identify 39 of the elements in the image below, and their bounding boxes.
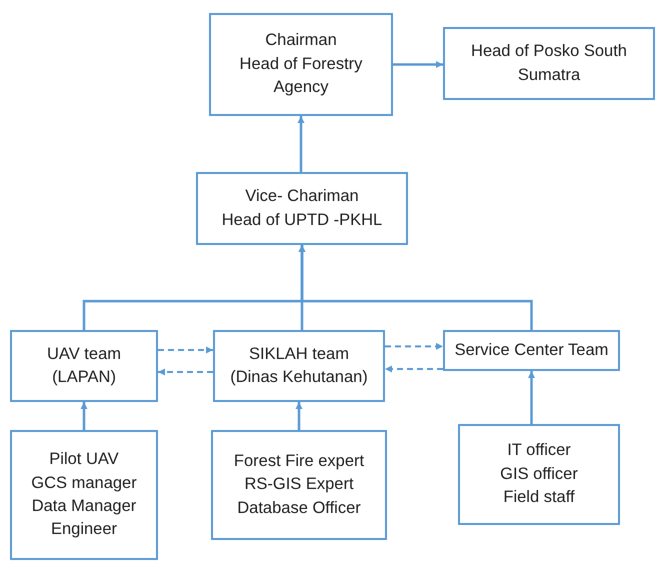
- box-text: Head of Forestry Agency: [238, 54, 364, 98]
- box-text: Database Officer: [237, 498, 361, 519]
- org-box: [443, 330, 620, 371]
- org-box: [196, 172, 408, 245]
- box-text: Engineer: [50, 519, 118, 540]
- box-text: Head of UPTD -PKHL: [222, 210, 382, 230]
- box-text: Head of Posko South Sumatra: [470, 41, 628, 86]
- box-text: Field staff: [503, 487, 575, 508]
- dashed-arrow: [158, 368, 213, 376]
- connector-arrow: [80, 402, 88, 430]
- box-text: (Dinas Kehutanan): [230, 367, 368, 388]
- connector-arrow: [298, 245, 533, 330]
- dashed-arrow: [385, 365, 443, 372]
- box-text: Service Center Team: [454, 340, 608, 361]
- org-box: [209, 13, 393, 116]
- box-text: Data Manager: [32, 496, 136, 517]
- box-text: Forest Fire expert: [234, 450, 364, 472]
- box-text: GIS officer: [500, 464, 578, 485]
- connector-arrow: [393, 61, 443, 68]
- org-box: [211, 430, 387, 540]
- org-box: [458, 424, 620, 525]
- box-text: Chairman: [265, 30, 337, 52]
- connector-arrow: [296, 402, 302, 430]
- connector-arrow: [528, 371, 535, 424]
- box-text: (LAPAN): [52, 367, 116, 388]
- org-box: [213, 330, 385, 402]
- dashed-arrow: [158, 346, 213, 354]
- org-box: [443, 27, 655, 100]
- box-text: RS-GIS Expert: [244, 474, 354, 496]
- box-text: Vice- Chariman: [245, 186, 359, 208]
- dashed-arrow: [385, 342, 443, 350]
- box-text: Pilot UAV: [49, 449, 119, 470]
- org-box: [10, 330, 158, 402]
- box-text: GCS manager: [31, 472, 137, 494]
- box-text: UAV team: [47, 344, 121, 365]
- box-text: IT officer: [507, 440, 571, 462]
- org-box: [10, 430, 158, 560]
- box-text: SIKLAH team: [249, 344, 349, 365]
- connector-arrow: [298, 116, 304, 172]
